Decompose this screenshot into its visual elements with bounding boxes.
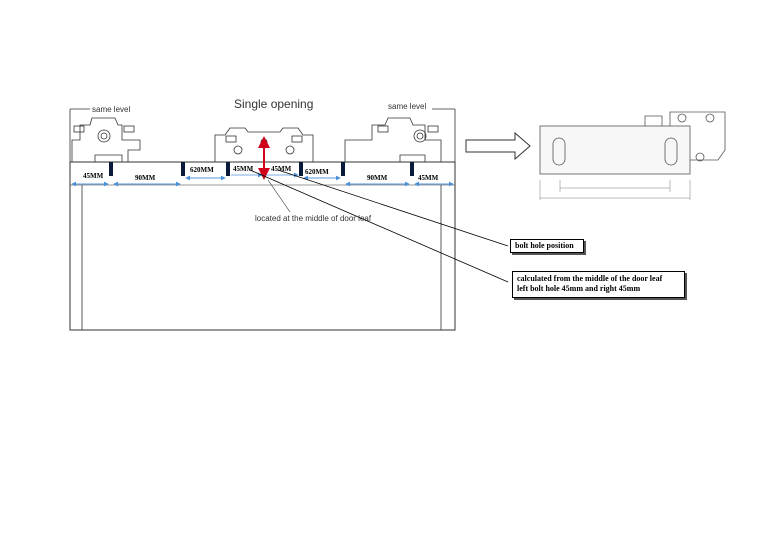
callout-leaders	[249, 169, 509, 283]
callout-calculation: calculated from the middle of the door l…	[512, 271, 685, 298]
center-note: located at the middle of door leaf	[255, 214, 372, 223]
dimension-labels: 45MM 90MM 620MM 45MM 45MM 620MM 90MM 45M…	[83, 165, 439, 182]
bracket-photo	[539, 111, 726, 200]
dim-label: 45MM	[418, 174, 439, 182]
same-level-right: same level	[388, 102, 426, 111]
center-note-leader	[267, 179, 291, 213]
callout-text-line2: left bolt hole 45mm and right 45mm	[517, 284, 641, 293]
dim-label: 620MM	[190, 166, 214, 174]
callout-bolt-hole-position: bolt hole position	[510, 239, 584, 253]
dimension-arrows	[71, 172, 454, 187]
same-level-lines	[69, 108, 456, 162]
right-hanger-bracket	[344, 117, 442, 162]
dim-label: 45MM	[83, 172, 104, 180]
dim-label: 45MM	[233, 165, 254, 173]
door-frame	[69, 161, 456, 331]
same-level-left: same level	[92, 105, 130, 114]
callout-text: bolt hole position	[515, 241, 574, 250]
left-hanger-bracket	[71, 117, 141, 163]
bolt-markers	[109, 162, 414, 176]
dim-label: 90MM	[135, 174, 156, 182]
right-arrow-icon	[465, 131, 531, 161]
dim-label: 45MM	[271, 165, 292, 173]
diagram-title: Single opening	[234, 97, 313, 111]
dim-label: 620MM	[305, 168, 329, 176]
dim-label: 90MM	[367, 174, 388, 182]
callout-text-line1: calculated from the middle of the door l…	[517, 274, 663, 283]
